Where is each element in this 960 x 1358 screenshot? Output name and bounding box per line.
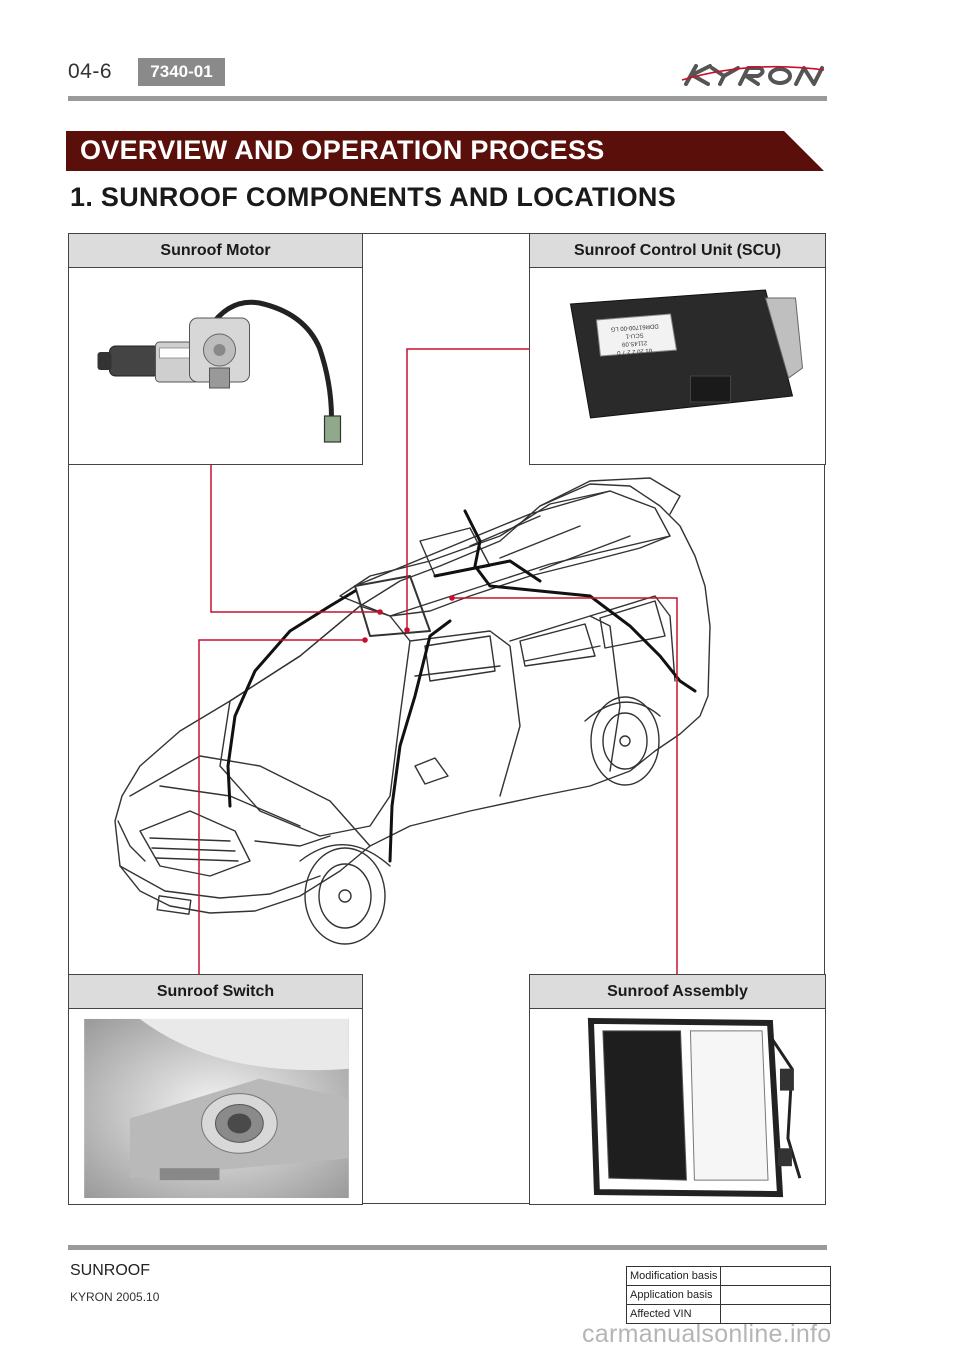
sunroof-assembly-image xyxy=(587,1017,802,1198)
table-cell-label: Modification basis xyxy=(625,1266,722,1286)
scu-label-line-3: 2114S.09 xyxy=(621,339,647,347)
scu-label-line-1: DDR61700-00 LG xyxy=(610,322,659,331)
table-cell-value xyxy=(720,1266,832,1286)
footer-rule xyxy=(68,1245,827,1250)
footer-model-date: KYRON 2005.10 xyxy=(70,1290,160,1304)
kyron-logo xyxy=(681,64,825,86)
subsection-title: 1. SUNROOF COMPONENTS AND LOCATIONS xyxy=(70,182,677,212)
table-cell-label: Affected VIN xyxy=(625,1304,722,1324)
watermark-text: carmanualsonline.info xyxy=(582,1320,832,1348)
table-row: Modification basis xyxy=(625,1266,832,1286)
scu-label-line-2: SCU-1 xyxy=(625,331,644,338)
table-row: Affected VIN xyxy=(625,1304,832,1324)
modification-info-table: Modification basis Application basis Aff… xyxy=(625,1266,832,1324)
panel-label-sunroof-switch: Sunroof Switch xyxy=(69,975,362,1009)
sunroof-motor-image xyxy=(97,299,342,443)
sunroof-control-unit-image: DDR61700-00 LG SCU-1 2114S.09 01 20 2 2 … xyxy=(569,289,804,419)
header-rule xyxy=(68,96,827,101)
table-cell-label: Application basis xyxy=(625,1285,722,1305)
section-title: OVERVIEW AND OPERATION PROCESS xyxy=(80,135,605,165)
table-cell-value xyxy=(720,1285,832,1305)
panel-label-sunroof-control-unit: Sunroof Control Unit (SCU) xyxy=(530,234,825,268)
sunroof-switch-image xyxy=(84,1018,349,1199)
table-cell-value xyxy=(720,1304,832,1324)
page-number: 04-6 xyxy=(68,60,113,83)
vehicle-line-drawing xyxy=(114,477,711,945)
panel-sunroof-motor: Sunroof Motor xyxy=(68,233,363,465)
panel-label-sunroof-motor: Sunroof Motor xyxy=(69,234,362,268)
section-banner xyxy=(66,131,824,171)
scu-label-line-4: 01 20 2 2 7 0 xyxy=(616,347,652,355)
panel-sunroof-control-unit: Sunroof Control Unit (SCU) DDR61700-00 L… xyxy=(529,233,826,465)
panel-sunroof-assembly: Sunroof Assembly xyxy=(529,974,826,1205)
footer-section-name: SUNROOF xyxy=(70,1262,150,1279)
table-row: Application basis xyxy=(625,1285,832,1305)
section-code-badge: 7340-01 xyxy=(138,58,225,86)
panel-label-sunroof-assembly: Sunroof Assembly xyxy=(530,975,825,1009)
panel-sunroof-switch: Sunroof Switch xyxy=(68,974,363,1205)
